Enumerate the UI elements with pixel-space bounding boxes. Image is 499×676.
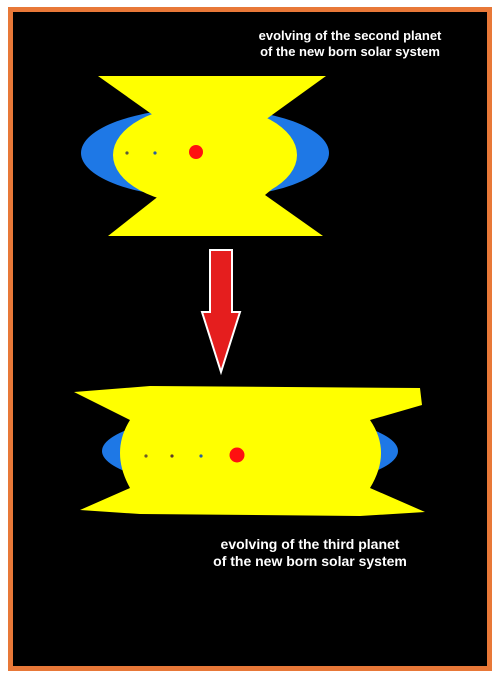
caption-third-planet-line1: evolving of the third planet [180,536,440,553]
planet-dot [153,151,156,154]
disk-core [125,410,375,494]
caption-third-planet-line2: of the new born solar system [180,553,440,570]
planet-dot [144,454,147,457]
planet-dot [170,454,173,457]
planet-dot [125,151,128,154]
disk-core [113,105,297,205]
caption-third-planet: evolving of the third planet of the new … [180,536,440,570]
planet-dot [199,454,202,457]
stage-third-planet [74,386,425,516]
down-arrow [202,250,240,372]
stage-second-planet [81,76,329,236]
star-dot [189,145,203,159]
star-dot [230,448,245,463]
